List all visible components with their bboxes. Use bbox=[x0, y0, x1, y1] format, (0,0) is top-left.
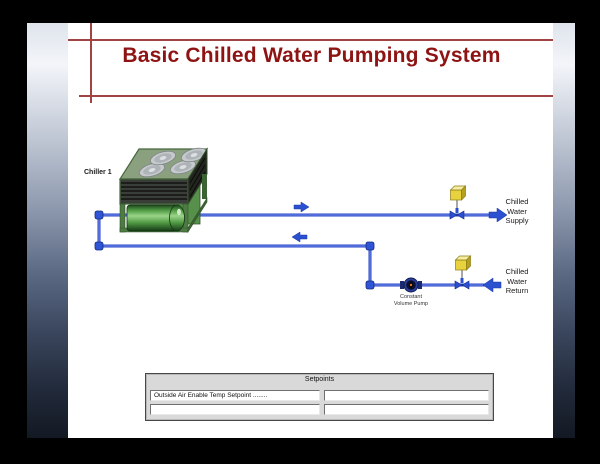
flow-arrow-right-icon bbox=[293, 201, 310, 213]
flow-arrow-left-icon bbox=[291, 231, 308, 243]
return-valve-icon bbox=[454, 255, 472, 290]
chiller-fan-icon bbox=[138, 147, 208, 178]
setpoints-header: Setpoints bbox=[304, 376, 335, 383]
left-gradient-strip bbox=[27, 23, 68, 438]
setpoint-value-field bbox=[324, 404, 489, 415]
right-gradient-strip bbox=[553, 23, 575, 438]
chiller-label: Chiller 1 bbox=[84, 169, 112, 176]
supply-valve-icon bbox=[449, 185, 467, 220]
pump-icon bbox=[400, 277, 422, 293]
title-rule-top bbox=[68, 39, 553, 41]
chilled-water-return-label: Chilled Water Return bbox=[505, 267, 529, 295]
piping-diagram bbox=[94, 147, 508, 293]
setpoint-field-empty bbox=[150, 404, 320, 415]
chiller-tank-icon bbox=[126, 204, 185, 232]
return-end-arrow-icon bbox=[482, 277, 502, 293]
setpoint-field-oa-enable-temp: Outside Air Enable Temp Setpoint .......… bbox=[150, 390, 320, 401]
setpoints-panel: Setpoints Outside Air Enable Temp Setpoi… bbox=[145, 373, 494, 421]
chiller-icon bbox=[118, 147, 209, 234]
chilled-water-supply-label: Chilled Water Supply bbox=[505, 197, 529, 225]
setpoint-value-field bbox=[324, 390, 489, 401]
title-rule-bottom bbox=[79, 95, 553, 97]
valve-actuator-icon bbox=[449, 185, 467, 201]
title-rule-vertical bbox=[90, 23, 92, 103]
pump-label: Constant Volume Pump bbox=[393, 294, 429, 307]
pipe-elbow-icon bbox=[94, 210, 375, 290]
valve-actuator-icon bbox=[454, 255, 472, 271]
slide: Basic Chilled Water Pumping System bbox=[68, 23, 553, 438]
page-title: Basic Chilled Water Pumping System bbox=[122, 44, 501, 67]
supply-end-arrow-icon bbox=[488, 207, 508, 223]
